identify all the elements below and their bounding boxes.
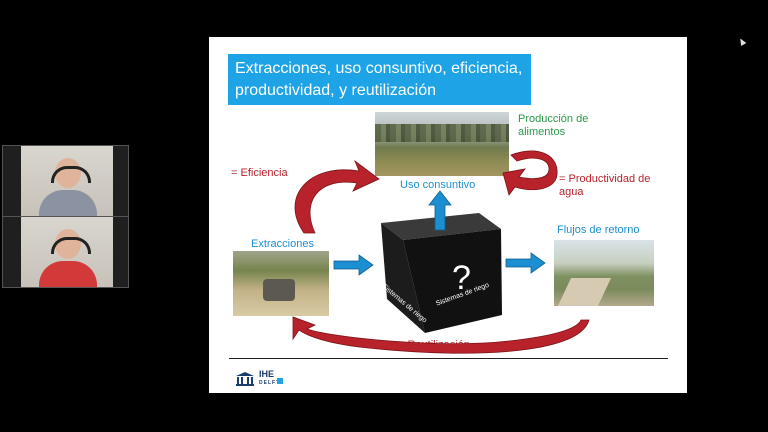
photo-crop-field	[375, 112, 509, 176]
logo-square	[277, 378, 283, 384]
photo-water-extraction	[233, 251, 329, 316]
label-eficiencia: = Eficiencia	[231, 167, 288, 179]
photo-return-canal	[554, 240, 654, 306]
arrow-cube-to-retorno	[505, 252, 546, 274]
cube-left	[381, 223, 425, 333]
person-torso	[39, 261, 97, 287]
headset-icon	[51, 166, 91, 183]
logo-subtext: DELFT	[259, 380, 281, 386]
video-tile-participant-2[interactable]	[2, 216, 129, 288]
slide-divider	[229, 358, 668, 359]
video-tile-participant-1[interactable]	[2, 145, 129, 217]
label-productividad: = Productividad de agua	[559, 173, 651, 198]
logo-text: IHE	[259, 369, 275, 379]
person-torso	[39, 190, 97, 216]
cursor	[737, 36, 747, 47]
cube-front	[403, 229, 502, 333]
unesco-temple-icon	[236, 372, 254, 386]
arrow-productividad	[502, 150, 558, 196]
label-extracciones: Extracciones	[251, 238, 314, 250]
label-produccion: Producción de alimentos	[518, 113, 589, 138]
cube-question-mark: ?	[452, 259, 471, 297]
arrow-cube-to-consumption	[428, 190, 452, 231]
diagram-arrows	[292, 150, 590, 354]
slide-title: Extracciones, uso consuntivo, eficiencia…	[228, 54, 531, 105]
arrow-eficiencia	[294, 159, 380, 234]
label-flujos-retorno: Flujos de retorno	[557, 224, 640, 236]
arrow-extracciones-to-cube	[333, 254, 374, 276]
label-uso-consuntivo: Uso consuntivo	[400, 179, 476, 191]
arrow-reutilizacion	[292, 316, 590, 354]
headset-icon	[51, 237, 91, 254]
presentation-slide: Extracciones, uso consuntivo, eficiencia…	[209, 37, 687, 393]
